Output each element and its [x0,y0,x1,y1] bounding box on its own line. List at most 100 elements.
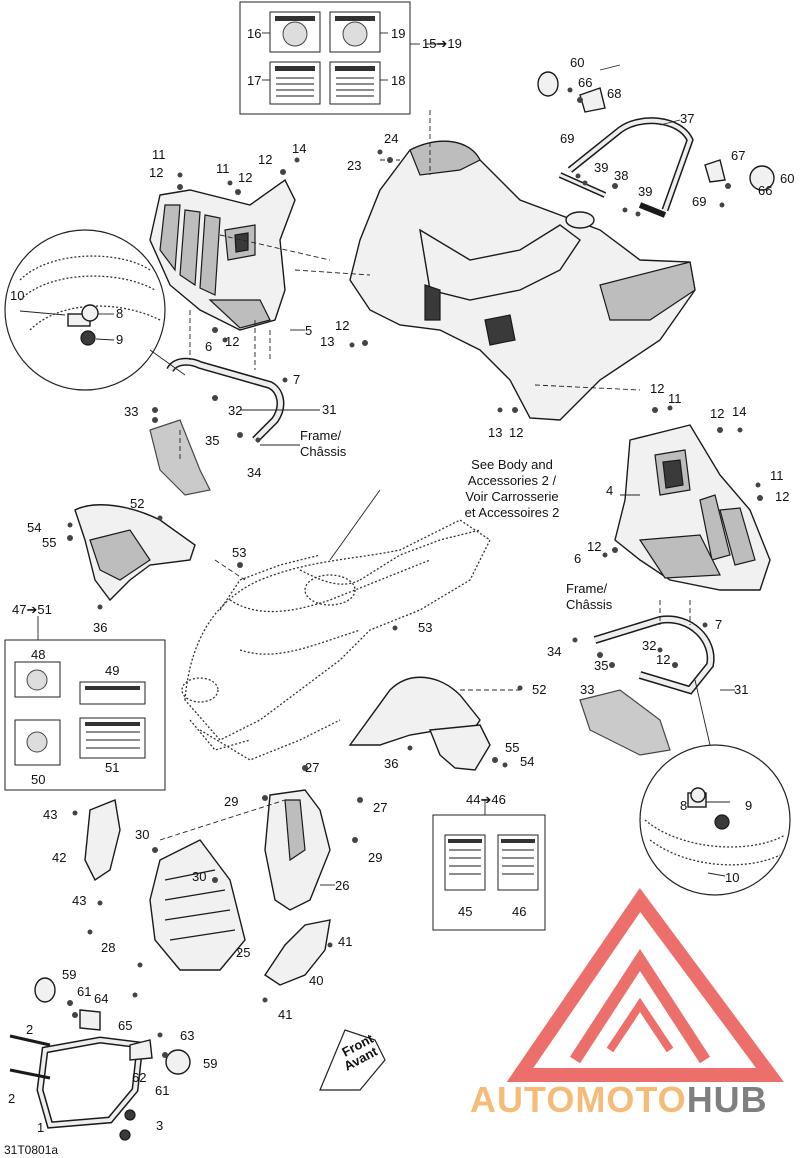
front-bumper [9,977,191,1141]
callout-c53b: 53 [418,620,432,635]
callout-c39a: 39 [594,160,608,175]
svg-text:Voir Carrosserie: Voir Carrosserie [465,489,558,504]
callout-c12h: 12 [710,406,724,421]
callout-c27b: 27 [373,800,387,815]
callout-c36a: 36 [93,620,107,635]
callout-c64: 64 [94,991,108,1006]
callout-c43b: 43 [72,893,86,908]
callout-c68: 68 [607,86,621,101]
callout-c11a: 11 [152,147,166,162]
svg-text:Frame/: Frame/ [566,581,608,596]
callout-c12c: 12 [258,152,272,167]
callout-c65: 65 [118,1018,132,1033]
front-fender-right [348,676,491,771]
callout-c5: 5 [305,323,312,338]
detail-circle-right [639,679,791,896]
callout-c24: 24 [384,131,398,146]
decal-box-44-46 [432,800,546,931]
callout-c12g: 12 [650,381,664,396]
callout-c35b: 35 [594,658,608,673]
grab-bar-right [579,615,715,756]
callout-c38: 38 [614,168,628,183]
callout-c63: 63 [180,1028,194,1043]
headlight-cover-right [264,919,331,986]
callout-c45: 45 [458,904,472,919]
callout-c32b: 32 [642,638,656,653]
callout-c8a: 8 [116,306,123,321]
callout-c52a: 52 [130,496,144,511]
callout-c35a: 35 [205,433,219,448]
callout-c19: 19 [391,26,405,41]
svg-text:Châssis: Châssis [566,597,613,612]
callout-c12f: 12 [509,425,523,440]
callout-c28: 28 [101,940,115,955]
callout-r44_46: 44➔46 [466,792,506,807]
callout-c61a: 61 [77,984,91,999]
callout-c27a: 27 [305,760,319,775]
callout-c43a: 43 [43,807,57,822]
callout-c23: 23 [347,158,361,173]
callout-c62: 62 [132,1070,146,1085]
callout-c33b: 33 [580,682,594,697]
front-center-panel [264,789,331,911]
callout-c14a: 14 [292,141,306,156]
callout-c54a: 54 [27,520,41,535]
callout-c12j: 12 [587,539,601,554]
callout-c59a: 59 [62,967,76,982]
callout-c37: 37 [680,111,694,126]
callout-c7a: 7 [293,372,300,387]
callout-c16: 16 [247,26,261,41]
right-footwell [614,424,771,591]
callout-c33a: 33 [124,404,138,419]
callout-c51: 51 [105,760,119,775]
callout-c69a: 69 [560,131,574,146]
callout-c12a: 12 [149,165,163,180]
callout-c36b: 36 [384,756,398,771]
callout-c34b: 34 [547,644,561,659]
figure-code: 31T0801a [4,1143,58,1157]
callout-c30b: 30 [192,869,206,884]
svg-text:Frame/: Frame/ [300,428,342,443]
callout-c6b: 6 [574,551,581,566]
callout-c69b: 69 [692,194,706,209]
callout-c53a: 53 [232,545,246,560]
front-arrow: Front Avant [319,1029,386,1091]
callout-c9a: 9 [116,332,123,347]
callout-c40: 40 [309,973,323,988]
callout-c50: 50 [31,772,45,787]
callout-c29a: 29 [224,794,238,809]
callout-c59b: 59 [203,1056,217,1071]
callout-c12e: 12 [225,334,239,349]
callout-c12b: 12 [238,170,252,185]
callout-c41a: 41 [338,934,352,949]
logo-text-hub: HUB [687,1079,768,1120]
logo-text-moto: MOTO [575,1079,686,1120]
callout-c25: 25 [236,945,250,960]
callout-c55a: 55 [42,535,56,550]
note-body-accessories: See Body and Accessories 2 / Voir Carros… [465,457,560,520]
callout-c34a: 34 [247,465,261,480]
fasteners [67,87,763,1058]
callout-c8b: 8 [680,798,687,813]
rear-rack [537,71,775,218]
callout-c13a: 13 [320,334,334,349]
callout-r15_19: 15➔19 [422,36,462,51]
callout-c4: 4 [606,483,613,498]
callout-c11b: 11 [216,161,230,176]
callout-c9b: 9 [745,798,752,813]
callout-c10b: 10 [725,870,739,885]
svg-text:AUTOMOTOHUB: AUTOMOTOHUB [470,1079,768,1120]
callout-c55b: 55 [505,740,519,755]
callout-c61b: 61 [155,1083,169,1098]
callout-c66a: 66 [578,75,592,90]
headlight-cover-left [84,799,121,882]
note-frame-left: Frame/ Châssis [300,428,347,459]
callout-r47_51: 47➔51 [12,602,52,617]
automotohub-logo: AUTOMOTOHUB [470,887,784,1120]
callout-c10a: 10 [10,288,24,303]
detail-circle-left [4,229,186,391]
svg-text:See Body and: See Body and [471,457,553,472]
callout-c46: 46 [512,904,526,919]
callout-c32a: 32 [228,403,242,418]
